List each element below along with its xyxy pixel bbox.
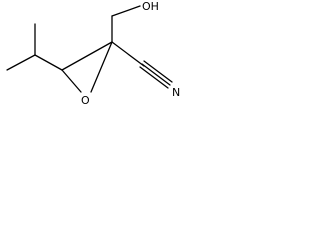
bond-c2-cn bbox=[111, 41, 145, 67]
bond-ring-c-c bbox=[61, 41, 113, 71]
bond-ring-c2-o bbox=[90, 41, 113, 93]
bond-isopropyl-ring bbox=[34, 54, 63, 71]
bond-nitrile-2 bbox=[143, 60, 173, 83]
atom-label-epoxide-oxygen: O bbox=[81, 94, 90, 107]
bond-ch2-oh bbox=[111, 5, 141, 17]
atom-label-hydroxyl: OH bbox=[142, 0, 159, 13]
molecule-structure: OH O N bbox=[6, 0, 180, 107]
bond-nitrile-3 bbox=[139, 66, 169, 89]
bond-nitrile-1 bbox=[141, 63, 171, 86]
bond-ring-c3-o bbox=[61, 69, 82, 93]
atom-label-nitrile-nitrogen: N bbox=[172, 86, 180, 99]
bond-methyl-left bbox=[6, 54, 36, 71]
